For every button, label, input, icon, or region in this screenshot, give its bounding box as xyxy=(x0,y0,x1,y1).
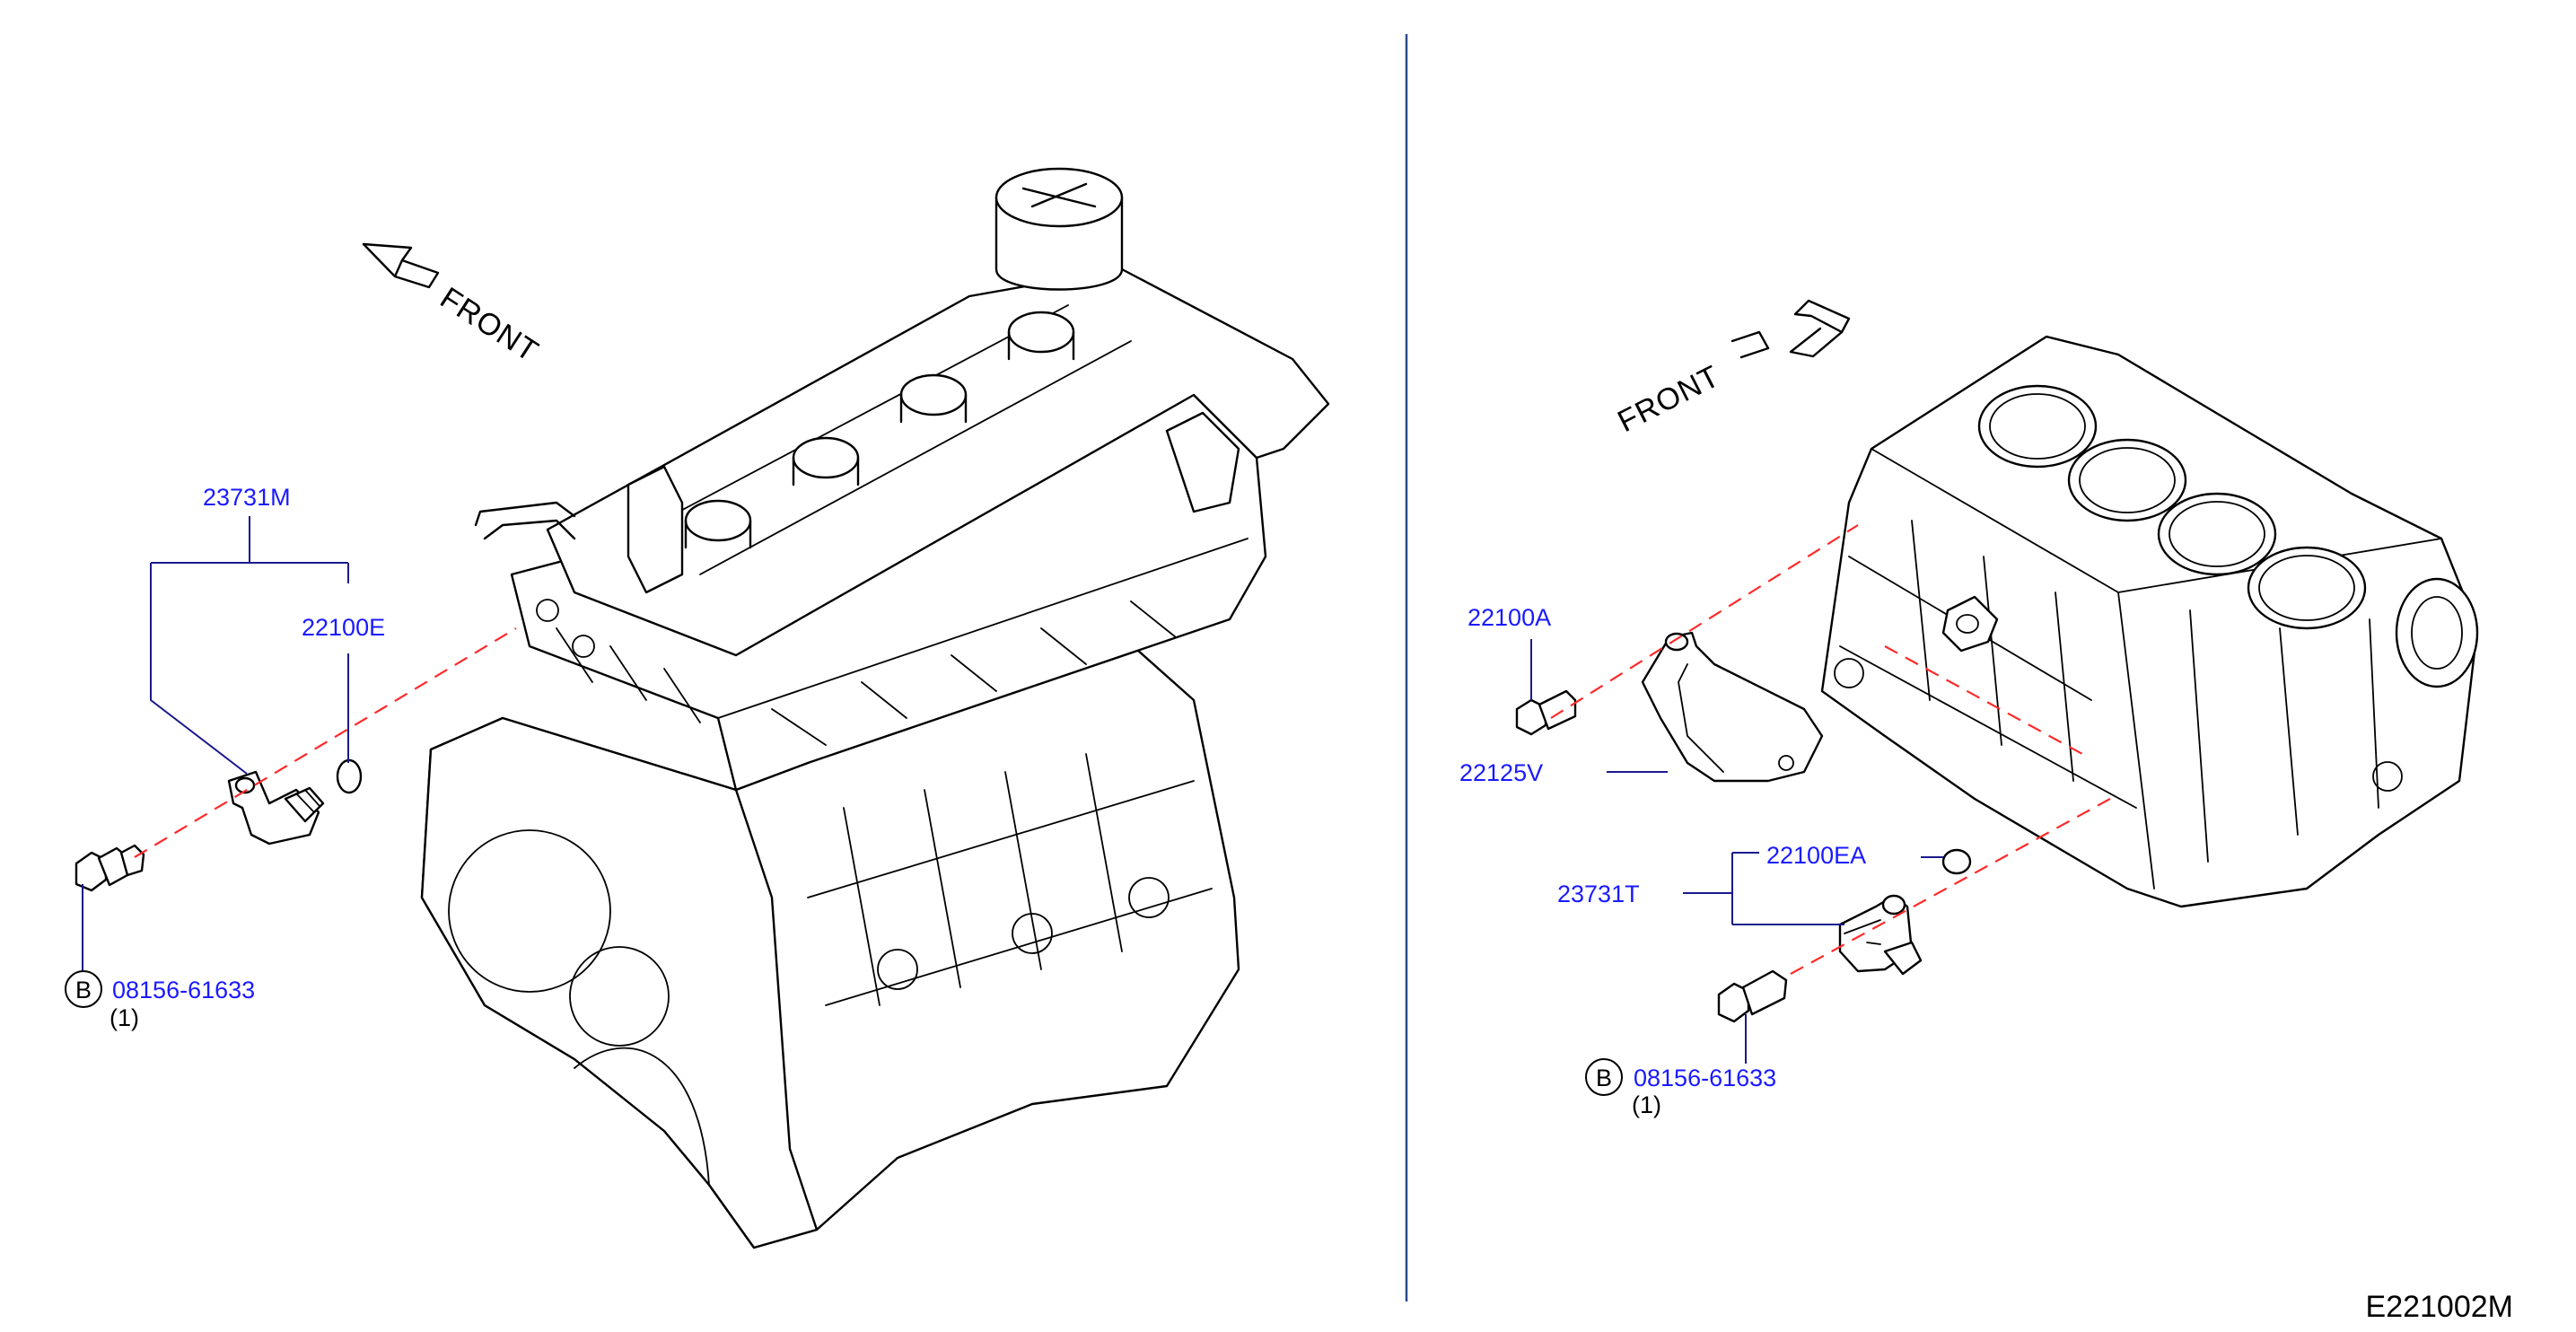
alignment-dashed-line xyxy=(134,627,517,858)
front-arrow-icon xyxy=(362,242,440,289)
part-label-22100E[interactable]: 22100E xyxy=(302,614,385,641)
o-ring-drawing xyxy=(1941,848,1972,875)
part-label-08156-61633[interactable]: 08156-61633 xyxy=(112,977,255,1003)
o-ring-drawing xyxy=(336,758,363,794)
front-label: FRONT xyxy=(1612,359,1725,439)
part-label-23731M[interactable]: 23731M xyxy=(203,484,291,511)
bracket-bolt-drawing xyxy=(1515,689,1577,736)
sensor-leader xyxy=(150,516,349,775)
front-arrow-icon xyxy=(1730,299,1851,359)
alignment-dashed-line xyxy=(1790,793,2119,975)
part-label-22100A[interactable]: 22100A xyxy=(1468,604,1551,631)
alignment-dashed-line xyxy=(1550,524,1859,719)
ref-circle-b xyxy=(1585,1058,1623,1096)
cam-sensor-drawing xyxy=(1838,894,1923,976)
bolt-quantity: (1) xyxy=(1632,1091,1661,1118)
engine-assembly-drawing xyxy=(420,167,1330,1249)
alignment-dashed-line xyxy=(1884,645,2083,755)
crank-sensor-drawing xyxy=(227,770,325,846)
sensor-leader xyxy=(1683,852,1844,925)
part-label-08156-61633[interactable]: 08156-61633 xyxy=(1634,1065,1776,1091)
bracket-drawing xyxy=(1641,631,1824,783)
left-panel: FRONT xyxy=(65,167,1330,1249)
cylinder-block-drawing xyxy=(1820,335,2479,908)
ref-circle-b xyxy=(65,970,102,1008)
bolt-drawing xyxy=(1717,969,1788,1023)
bolt-drawing xyxy=(74,844,145,892)
bolt-quantity: (1) xyxy=(110,1004,139,1031)
ref-letter-b: B xyxy=(1596,1065,1612,1091)
part-label-22125V[interactable]: 22125V xyxy=(1459,759,1543,786)
front-label: FRONT xyxy=(434,281,545,369)
ref-letter-b: B xyxy=(75,977,92,1003)
part-label-23731T[interactable]: 23731T xyxy=(1557,881,1640,907)
diagram-code: E221002M xyxy=(2366,1290,2513,1324)
right-panel: FRONT xyxy=(1459,299,2479,1118)
part-label-22100EA[interactable]: 22100EA xyxy=(1766,842,1866,869)
